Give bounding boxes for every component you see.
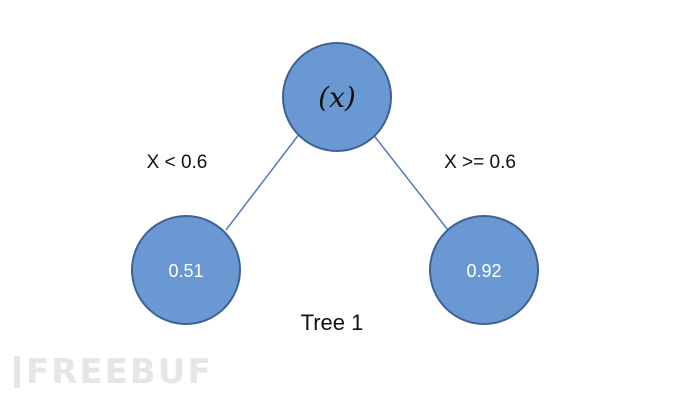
edge-right — [371, 132, 449, 231]
watermark-bar-icon — [14, 356, 20, 388]
tree-title: Tree 1 — [301, 310, 364, 335]
edge-left — [225, 132, 301, 231]
watermark-text: FREEBUF — [26, 352, 213, 392]
edge-label-left: X < 0.6 — [147, 152, 208, 173]
leaf-node-left: 0.51 — [131, 215, 241, 325]
leaf-value-left: 0.51 — [168, 261, 203, 281]
leaf-node-right: 0.92 — [429, 215, 539, 325]
root-node-label: (x) — [318, 81, 356, 114]
watermark-logo: FREEBUF — [14, 350, 213, 394]
root-node: (x) — [282, 42, 392, 152]
leaf-value-right: 0.92 — [466, 261, 501, 281]
edge-label-right: X >= 0.6 — [444, 152, 516, 173]
